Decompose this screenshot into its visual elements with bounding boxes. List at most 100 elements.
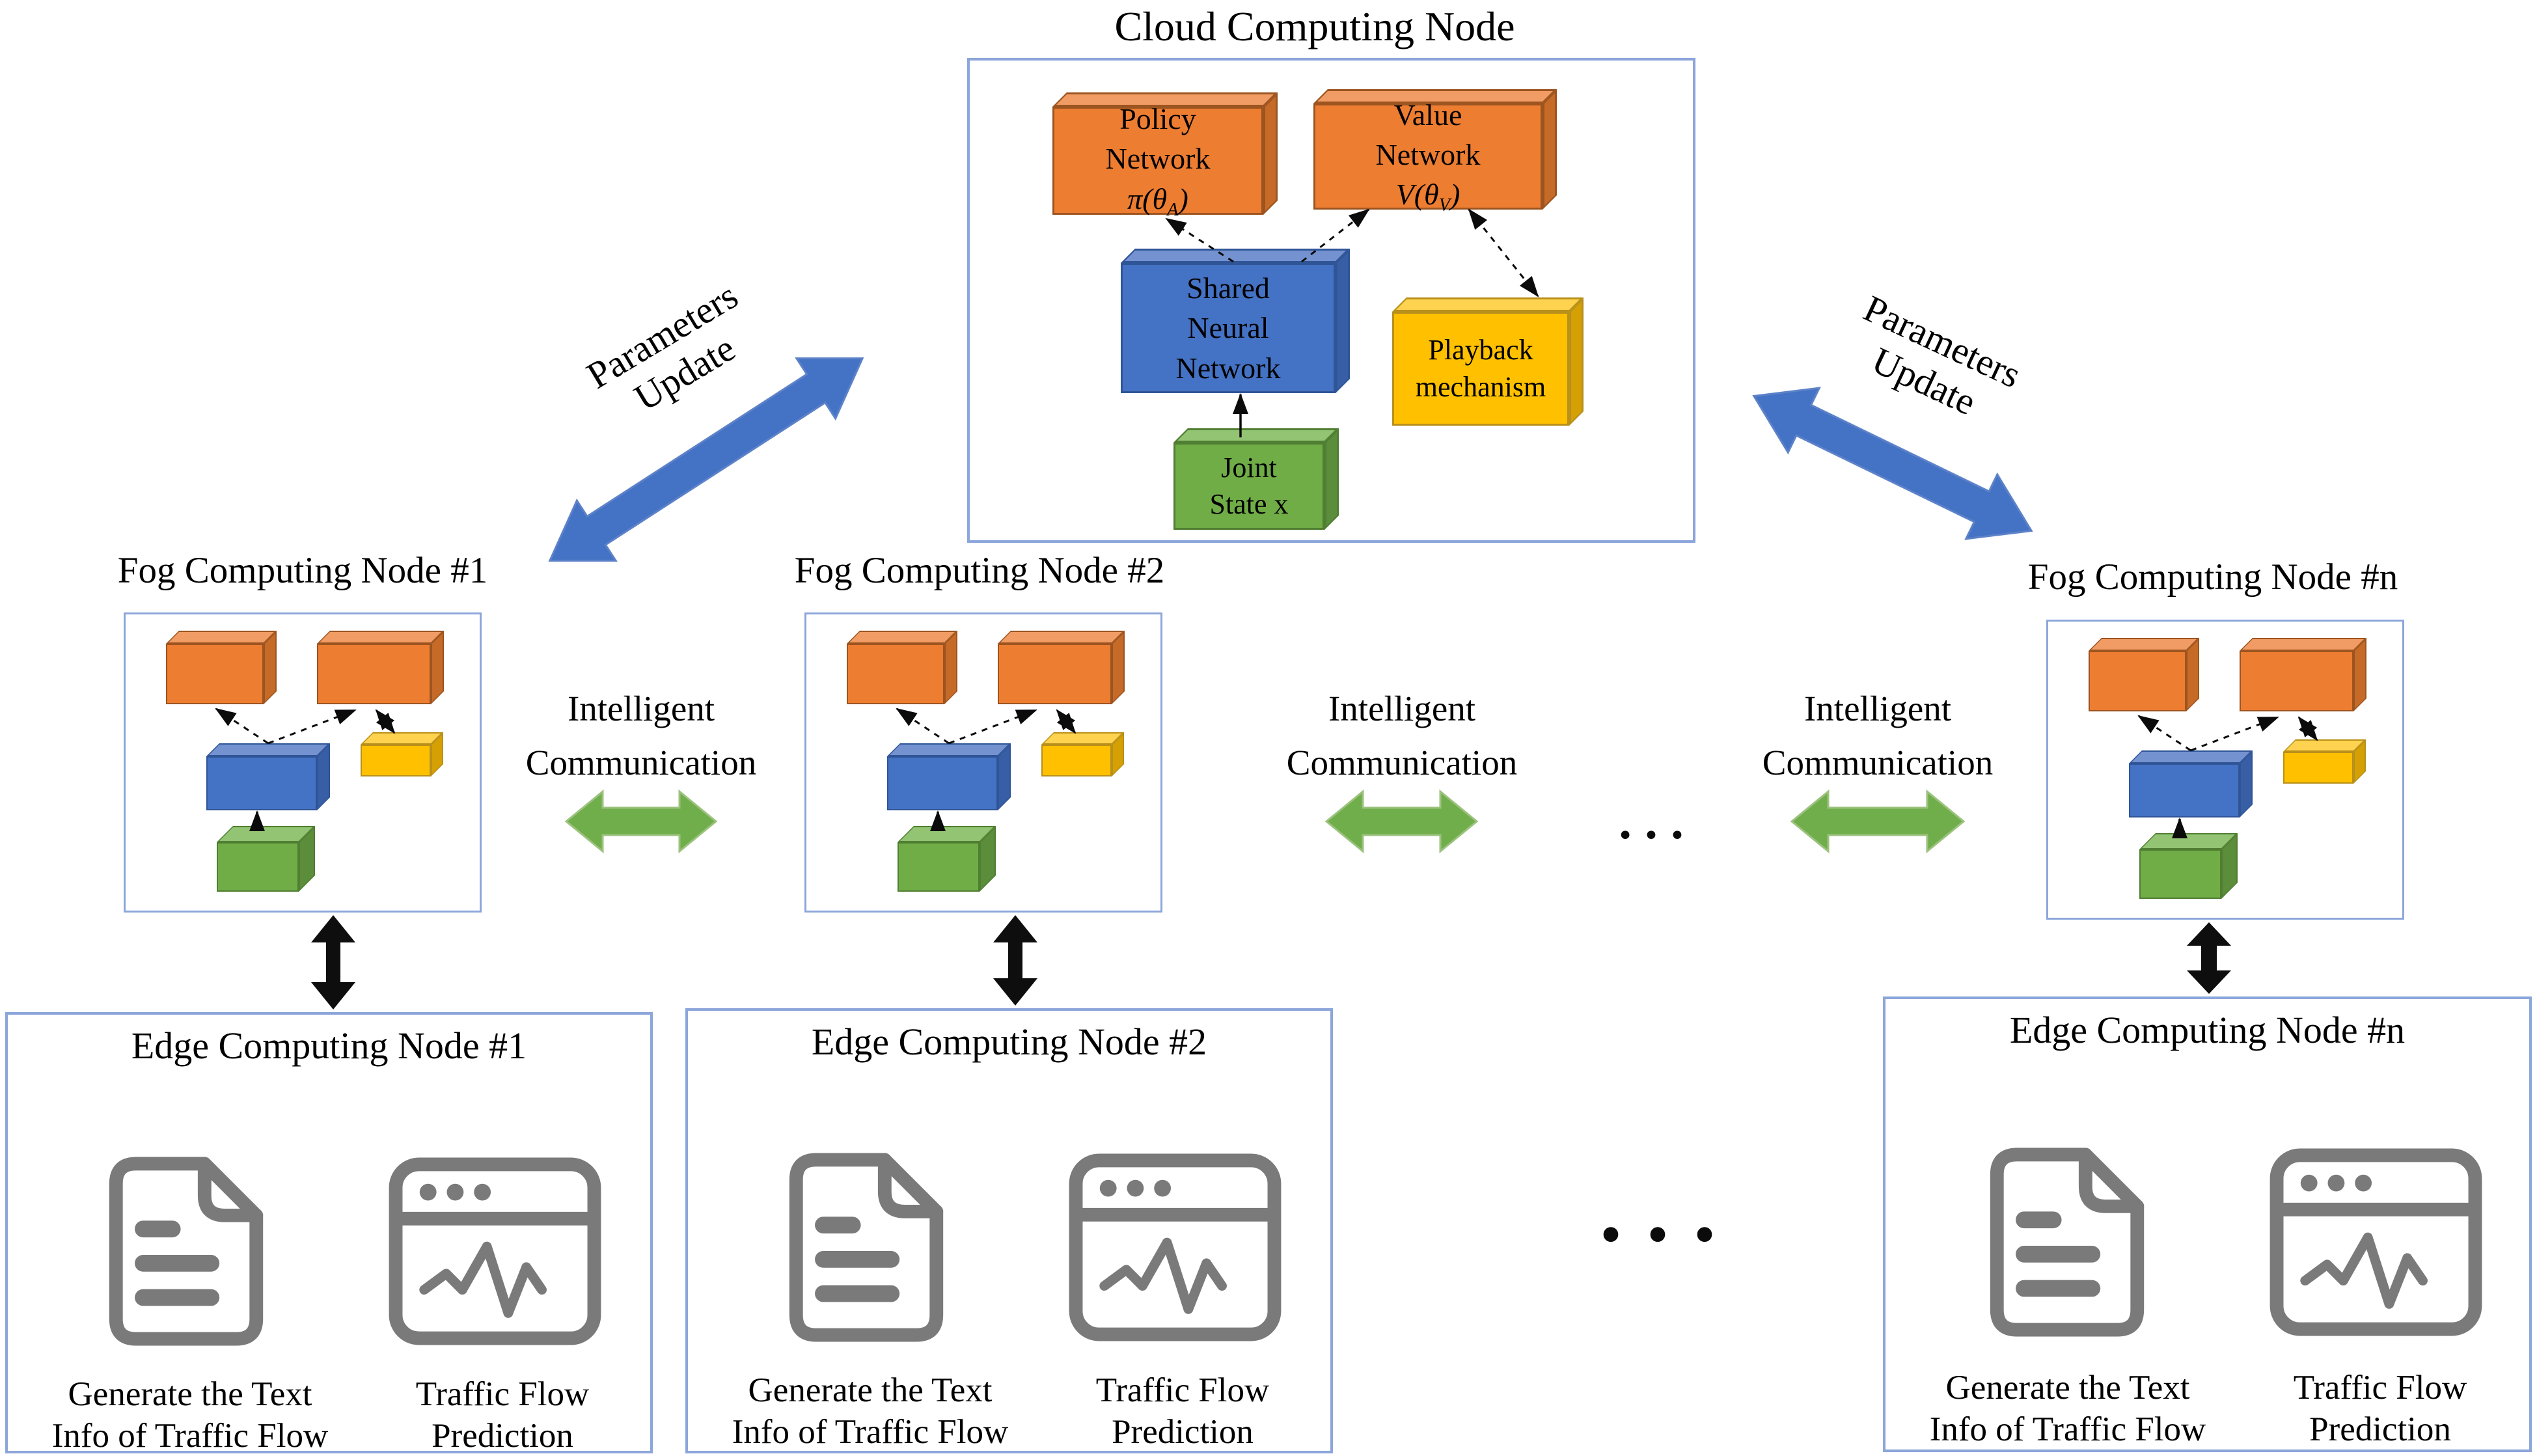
window-outline xyxy=(2270,1148,2482,1336)
document-icon xyxy=(789,1153,944,1342)
edge-node-2-frame: Edge Computing Node #2 xyxy=(685,1008,1333,1453)
mini-policy-box xyxy=(166,631,277,704)
box-front-face xyxy=(898,842,980,892)
box-top-face xyxy=(2089,638,2199,651)
label-line: Neural xyxy=(1187,311,1269,345)
box-front-face xyxy=(2089,651,2186,711)
box-top-face xyxy=(1041,732,1124,745)
box-front-face xyxy=(217,842,299,892)
ellipsis-edge-row: ••• xyxy=(1595,1207,1737,1266)
label-line: Traffic Flow xyxy=(1095,1371,1270,1409)
label-line: Policy xyxy=(1119,102,1196,136)
box-front-face xyxy=(2240,651,2353,711)
box-top-face xyxy=(1392,297,1584,312)
mini-joint-state-box xyxy=(2139,833,2238,899)
box-top-face xyxy=(2240,638,2366,651)
label-line: Traffic Flow xyxy=(2293,1369,2467,1407)
box-side-face xyxy=(944,631,957,704)
value-network-box: Value Network V(θV) xyxy=(1313,89,1557,215)
document-fold xyxy=(197,1157,264,1222)
edge-node-n-frame: Edge Computing Node #n xyxy=(1883,996,2532,1452)
mini-shared-network-box xyxy=(206,743,330,810)
label-line: Network xyxy=(1375,137,1481,171)
mini-joint-state-box xyxy=(898,826,996,892)
policy-network-box: Policy Network π(θA) xyxy=(1052,92,1278,220)
doc-caption: Generate the Text Info of Traffic Flow xyxy=(688,1370,1052,1453)
window-dot xyxy=(2355,1174,2372,1192)
label-line: Playback xyxy=(1428,334,1533,366)
box-side-face xyxy=(1336,249,1350,393)
intelligent-communication-label-2: Intelligent Communication xyxy=(1207,682,1597,790)
mini-policy-box xyxy=(2089,638,2199,711)
box-front-face xyxy=(2283,752,2353,784)
box-top-face xyxy=(1173,428,1339,443)
mini-value-box xyxy=(317,631,444,704)
label-line: Generate the Text xyxy=(68,1375,312,1413)
fog-node-n-frame xyxy=(2046,620,2404,920)
label-line: Generate the Text xyxy=(748,1371,993,1409)
policy-formula: π(θA) xyxy=(1127,182,1188,220)
fog-node-2-frame xyxy=(804,612,1162,913)
box-front-face xyxy=(361,745,431,776)
fog-node-1-title: Fog Computing Node #1 xyxy=(117,550,488,591)
window-dot xyxy=(1127,1179,1144,1197)
formula-post: ) xyxy=(1178,182,1188,215)
label-line: Network xyxy=(1105,142,1211,176)
value-formula: V(θV) xyxy=(1396,178,1460,215)
box-front-face xyxy=(887,756,998,810)
fogn-edgen-double-arrow xyxy=(2187,922,2231,994)
label-line: Shared xyxy=(1186,271,1270,305)
box-side-face xyxy=(317,743,330,810)
shared-neural-network-box: Shared Neural Network xyxy=(1121,249,1350,393)
box-front-face xyxy=(1041,745,1112,776)
box-front-face xyxy=(206,756,317,810)
joint-state-label: Joint State x xyxy=(1210,450,1289,523)
window-dot xyxy=(419,1183,437,1201)
mini-playback-box xyxy=(2283,739,2366,784)
label-line: Prediction xyxy=(2309,1410,2451,1448)
window-outline xyxy=(389,1157,601,1345)
box-top-face xyxy=(2283,739,2366,752)
box-front-face xyxy=(998,644,1112,704)
window-dot xyxy=(1154,1179,1172,1197)
edge-node-1-frame: Edge Computing Node #1 xyxy=(5,1012,653,1456)
box-top-face xyxy=(317,631,444,644)
label-line: Prediction xyxy=(1112,1412,1254,1451)
box-side-face xyxy=(1324,428,1339,530)
box-front-face: Playback mechanism xyxy=(1392,312,1569,426)
box-top-face xyxy=(887,743,1011,756)
intelligent-communication-arrow-1 xyxy=(564,789,718,854)
intelligent-communication-label-3: Intelligent Communication xyxy=(1682,682,2073,790)
document-outline xyxy=(1990,1147,2145,1337)
box-side-face xyxy=(2186,638,2199,711)
label-line: Prediction xyxy=(432,1416,573,1455)
box-top-face xyxy=(361,732,443,745)
window-dot xyxy=(2300,1174,2318,1192)
fog-node-2-title: Fog Computing Node #2 xyxy=(794,550,1165,591)
box-front-face xyxy=(166,644,264,704)
waveform xyxy=(1099,1237,1227,1314)
box-front-face xyxy=(847,644,944,704)
label-line: Communication xyxy=(525,742,757,782)
label-line: mechanism xyxy=(1415,370,1546,403)
mini-playback-box xyxy=(1041,732,1124,776)
mini-playback-box xyxy=(361,732,443,776)
window-dot xyxy=(2327,1174,2345,1192)
document-icon xyxy=(1990,1147,2145,1337)
traffic-prediction-window-icon xyxy=(1069,1153,1282,1341)
document-fold xyxy=(2078,1147,2145,1213)
mini-joint-state-box xyxy=(217,826,315,892)
formula-sub: V xyxy=(1438,195,1451,216)
box-front-face xyxy=(317,644,431,704)
policy-network-label: Policy Network π(θA) xyxy=(1106,99,1211,222)
doc-caption: Generate the Text Info of Traffic Flow xyxy=(8,1374,372,1456)
label-line: Intelligent xyxy=(1803,689,1952,728)
box-side-face xyxy=(1263,92,1278,215)
box-top-face xyxy=(847,631,957,644)
window-dot xyxy=(474,1183,491,1201)
box-side-face xyxy=(998,743,1011,810)
edge-node-1-title: Edge Computing Node #1 xyxy=(131,1024,527,1067)
label-line: Network xyxy=(1175,351,1281,385)
fog1-edge1-double-arrow xyxy=(311,915,355,1010)
